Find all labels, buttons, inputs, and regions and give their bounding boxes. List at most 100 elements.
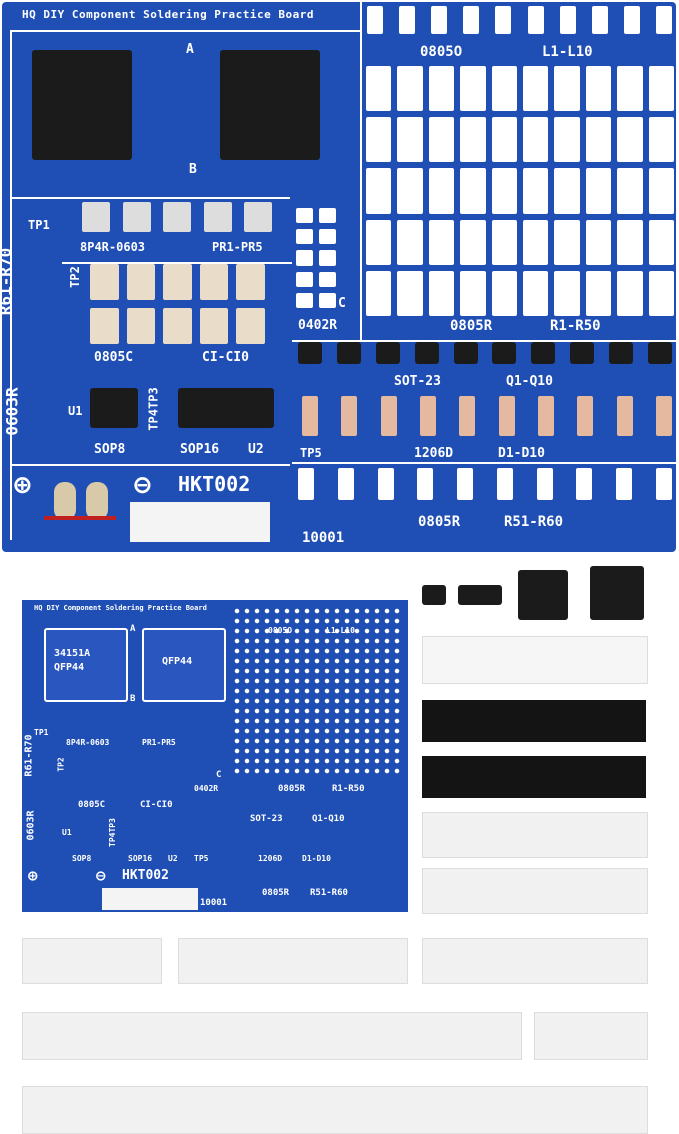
tape-bottom-1 <box>22 938 162 984</box>
sop16-chip <box>178 388 274 428</box>
small-u1: U1 <box>62 828 72 837</box>
small-cic10: CI-CI0 <box>140 800 173 810</box>
label-r51: R51-R60 <box>504 514 564 530</box>
component-qfp-b <box>590 566 644 620</box>
r0402-pads <box>296 208 336 308</box>
small-c0805: 0805C <box>78 800 106 810</box>
small-r1r50: R1-R50 <box>332 784 365 794</box>
label-r0402: 0402R <box>298 318 338 333</box>
label-c: C <box>338 296 346 311</box>
small-r51: R51-R60 <box>310 888 348 898</box>
tape-white-2 <box>422 868 648 914</box>
qfp-chip-b <box>220 50 320 160</box>
outline-h3 <box>10 464 290 466</box>
small-d1d10: D1-D10 <box>302 854 331 863</box>
tape-sot23-a <box>422 700 646 742</box>
label-sop8: SOP8 <box>94 442 126 457</box>
outline-h4 <box>292 340 676 342</box>
small-tp1: TP1 <box>34 728 49 737</box>
label-u2: U2 <box>248 442 264 457</box>
tape-bottom-6 <box>22 1086 648 1134</box>
led-row <box>367 6 672 38</box>
component-sop16 <box>458 585 502 605</box>
label-b: B <box>189 162 197 177</box>
tape-bottom-5 <box>534 1012 648 1060</box>
label-tp5: TP5 <box>300 446 322 460</box>
small-r61: R61-R70 <box>23 734 35 777</box>
capacitor-pads <box>90 264 265 344</box>
label-q: Q1-Q10 <box>506 374 553 389</box>
label-tp1: TP1 <box>28 218 50 232</box>
small-qfp-b <box>142 628 226 702</box>
sot23-row <box>298 342 672 372</box>
label-tp2: TP2 <box>67 266 82 288</box>
label-minus: ⊖ <box>134 468 151 501</box>
tape-bottom-4 <box>22 1012 522 1060</box>
outline-vert <box>360 2 362 342</box>
small-qfp-a <box>44 628 128 702</box>
small-r0402: 0402R <box>194 784 219 793</box>
pcb-board-small: HQ DIY Component Soldering Practice Boar… <box>22 600 408 912</box>
small-a: A <box>130 624 136 634</box>
tape-diodes <box>422 636 648 684</box>
small-r0603: 0603R <box>25 810 37 841</box>
outline-h2 <box>62 262 292 264</box>
tape-bottom-3 <box>422 938 648 984</box>
small-title: HQ DIY Component Soldering Practice Boar… <box>34 604 207 612</box>
small-l-range: L1-L10 <box>326 626 355 635</box>
qfp-chip-a <box>32 50 132 160</box>
component-qfp-a <box>518 570 568 620</box>
outline-top <box>10 30 360 32</box>
small-sop16: SOP16 <box>128 854 153 863</box>
small-tp2: TP2 <box>56 757 66 772</box>
label-sot: SOT-23 <box>394 374 441 389</box>
small-q: Q1-Q10 <box>312 814 345 824</box>
label-8p4r: 8P4R-0603 <box>80 240 146 254</box>
label-l-range: L1-L10 <box>542 44 593 60</box>
resistor-grid <box>366 66 674 316</box>
white-block <box>130 502 270 542</box>
label-led: 0805O <box>420 44 463 60</box>
outline-h5 <box>292 462 676 464</box>
label-r61: R61-R70 <box>0 247 16 316</box>
label-tp4tp3: TP4TP3 <box>146 387 161 431</box>
label-hkt: HKT002 <box>178 472 251 496</box>
small-sop8: SOP8 <box>72 854 92 863</box>
outline-mid <box>10 197 290 199</box>
small-minus: ⊖ <box>96 866 106 885</box>
small-led: 0805O <box>268 626 293 635</box>
label-sop16: SOP16 <box>180 442 220 457</box>
small-d1206: 1206D <box>258 854 283 863</box>
label-r0805a: 0805R <box>450 318 493 334</box>
component-sop8 <box>422 585 446 605</box>
label-c0805: 0805C <box>94 350 134 365</box>
label-r0805b: 0805R <box>418 514 461 530</box>
small-pr: PR1-PR5 <box>142 738 176 747</box>
small-sot: SOT-23 <box>250 814 283 824</box>
small-plus: ⊕ <box>28 866 38 885</box>
small-chip2: QFP44 <box>162 656 193 667</box>
tape-white-1 <box>422 812 648 858</box>
small-n10001: 10001 <box>200 898 228 908</box>
label-d1d10: D1-D10 <box>498 446 545 461</box>
sop8-chip <box>90 388 138 428</box>
board-title: HQ DIY Component Soldering Practice Boar… <box>22 8 315 21</box>
diode-row <box>302 396 672 436</box>
label-n10001: 10001 <box>302 530 345 546</box>
label-r0603: 0603R <box>2 387 22 436</box>
label-u1: U1 <box>68 404 83 418</box>
small-r0805a: 0805R <box>278 784 306 794</box>
small-chip1b: QFP44 <box>54 662 85 673</box>
label-d1206: 1206D <box>414 446 454 461</box>
pcb-board-large: HQ DIY Component Soldering Practice Boar… <box>0 2 676 552</box>
small-c: C <box>216 770 222 780</box>
label-plus: ⊕ <box>14 468 31 501</box>
small-tp4tp3: TP4TP3 <box>107 818 117 847</box>
small-pad-grid <box>232 606 402 774</box>
label-cic10: CI-CI0 <box>202 350 249 365</box>
small-r0805b: 0805R <box>262 888 290 898</box>
small-b: B <box>130 694 136 704</box>
tape-bottom-2 <box>178 938 408 984</box>
small-hkt: HKT002 <box>122 868 169 883</box>
label-a: A <box>186 42 194 57</box>
